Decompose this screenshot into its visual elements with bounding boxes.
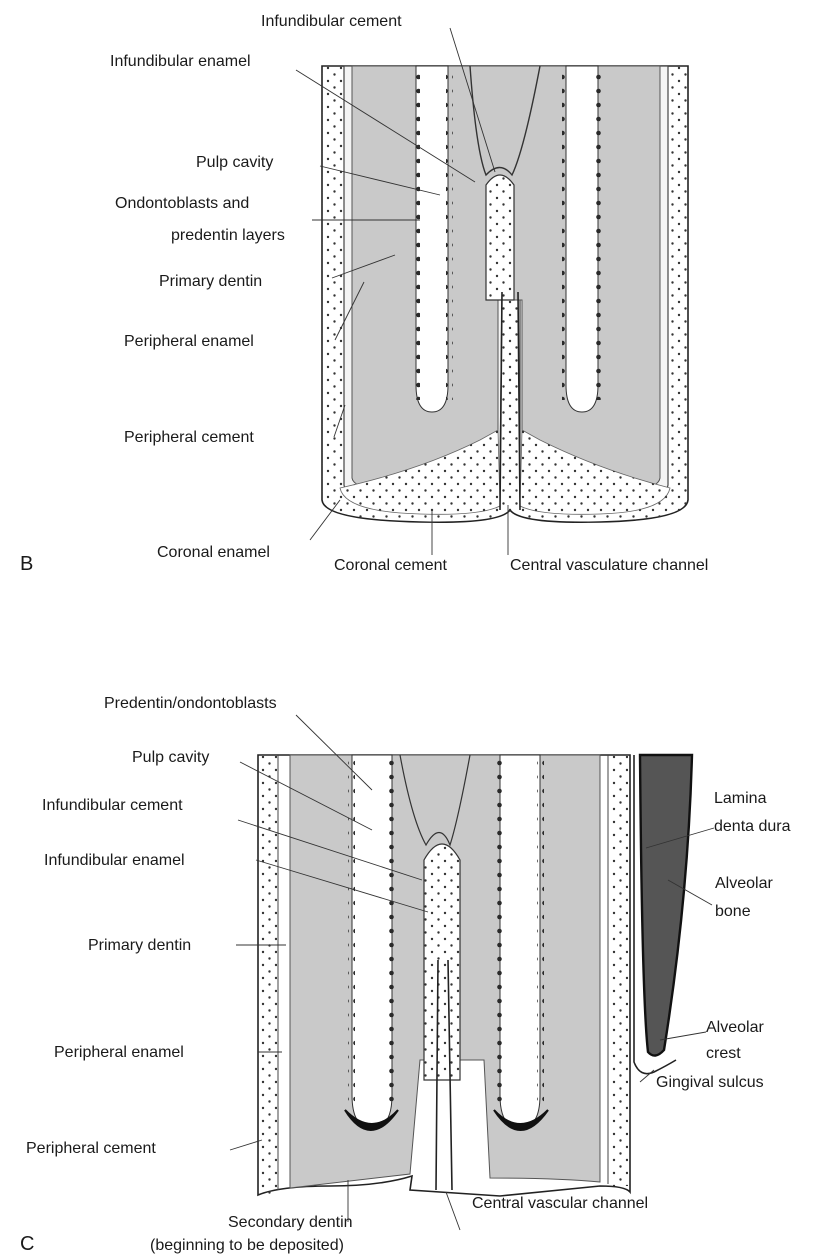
panel-b-drawing — [322, 66, 688, 522]
c-label-alveolar-bone-line2: bone — [715, 903, 751, 920]
c-label-alveolar-crest-line1: Alveolar — [706, 1019, 764, 1036]
b-label-coronal-enamel: Coronal enamel — [157, 544, 270, 561]
panel-c-drawing — [258, 755, 692, 1196]
c-label-gingival-sulcus: Gingival sulcus — [656, 1074, 764, 1091]
c-label-alveolar-crest-line2: crest — [706, 1045, 741, 1062]
panel-c-letter: C — [20, 1233, 34, 1255]
c-label-pulp-cavity: Pulp cavity — [132, 749, 209, 766]
c-label-central-vascular-channel: Central vascular channel — [472, 1195, 648, 1212]
c-label-secondary-dentin-line2: (beginning to be deposited) — [150, 1237, 344, 1254]
panel-b-letter: B — [20, 553, 33, 575]
c-label-lamina-line2: denta dura — [714, 818, 791, 835]
c-label-primary-dentin: Primary dentin — [88, 937, 191, 954]
b-label-peripheral-enamel: Peripheral enamel — [124, 333, 254, 350]
c-label-alveolar-bone-line1: Alveolar — [715, 875, 773, 892]
b-label-infundibular-enamel: Infundibular enamel — [110, 53, 251, 70]
c-label-secondary-dentin-line1: Secondary dentin — [228, 1214, 353, 1231]
b-pulp-cavity-left — [416, 66, 448, 412]
b-label-primary-dentin: Primary dentin — [159, 273, 262, 290]
c-pulp-cavity-right — [500, 755, 540, 1128]
b-label-odontoblasts-line2: predentin layers — [171, 227, 285, 244]
c-pulp-cavity-left — [352, 755, 392, 1128]
b-label-peripheral-cement: Peripheral cement — [124, 429, 254, 446]
b-pulp-cavity-right — [566, 66, 598, 412]
b-label-infundibular-cement: Infundibular cement — [261, 13, 402, 30]
b-label-pulp-cavity: Pulp cavity — [196, 154, 273, 171]
b-label-central-vasculature-channel: Central vasculature channel — [510, 557, 708, 574]
c-label-peripheral-cement: Peripheral cement — [26, 1140, 156, 1157]
c-label-predentin-odontoblasts: Predentin/ondontoblasts — [104, 695, 277, 712]
c-label-peripheral-enamel: Peripheral enamel — [54, 1044, 184, 1061]
c-alveolar-bone — [640, 755, 692, 1056]
c-label-infundibular-cement: Infundibular cement — [42, 797, 183, 814]
b-label-coronal-cement: Coronal cement — [334, 557, 448, 574]
c-label-lamina-line1: Lamina — [714, 790, 767, 807]
c-label-infundibular-enamel: Infundibular enamel — [44, 852, 185, 869]
b-label-odontoblasts-line1: Ondontoblasts and — [115, 195, 249, 212]
